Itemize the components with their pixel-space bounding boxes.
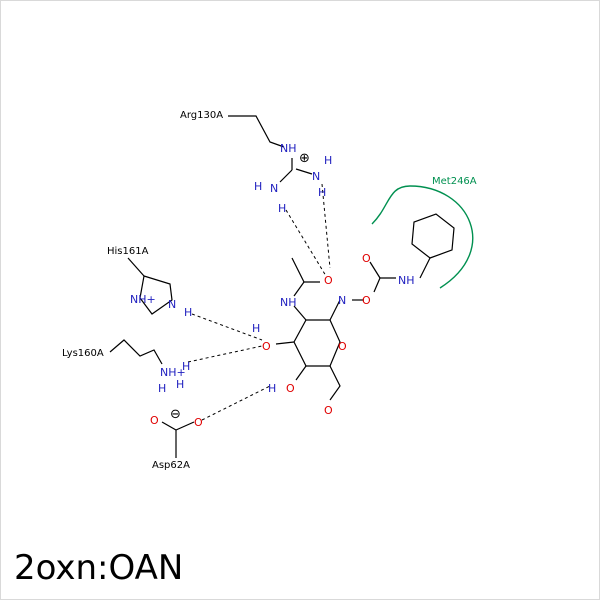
asp-charge-minus: ⊖ [170, 407, 181, 422]
lys-h-label-right: H [182, 360, 190, 373]
asp-o-label-left: O [150, 414, 159, 427]
residue-label-met: Met246A [432, 176, 477, 187]
carbamate-nh-label: NH [398, 274, 415, 287]
arg-charge-plus: ⊕ [299, 151, 310, 166]
acetyl-o-label: O [324, 274, 333, 287]
his-n-label: N [168, 298, 176, 311]
residue-label-arg: Arg130A [180, 110, 223, 121]
arg-n-label-right: N [312, 170, 320, 183]
carbamate-o-label: O [362, 252, 371, 265]
his-h-label: H [184, 306, 192, 319]
pdb-ligand-caption: 2oxn:OAN [14, 548, 184, 588]
lys-h-label-bottom-right: H [176, 378, 184, 391]
lys-h-label-bottom-left: H [158, 382, 166, 395]
his-nhplus-label: NH+ [130, 293, 156, 306]
oxime-n-label: N [338, 294, 346, 307]
asp-o-label-right: O [194, 416, 203, 429]
residue-label-lys: Lys160A [62, 348, 104, 359]
hydroxyl-o-label-2: O [286, 382, 295, 395]
residue-label-his: His161A [107, 246, 149, 257]
arg-h-label-bottom: H [278, 202, 286, 215]
lys-nhplus-label: NH+ [160, 366, 186, 379]
arg-n-label-left: N [270, 182, 278, 195]
hydroxyl-o-label-1: O [262, 340, 271, 353]
oxime-o-label: O [362, 294, 371, 307]
arg-h-label-right-bottom: H [318, 186, 326, 199]
ring-o-label: O [338, 340, 347, 353]
arg-h-label-right-top: H [324, 154, 332, 167]
amide-nh-label: NH [280, 296, 297, 309]
arg-h-label-left: H [254, 180, 262, 193]
hydroxyl-h-label-top: H [252, 322, 260, 335]
residue-label-asp: Asp62A [152, 460, 190, 471]
hydrophobic-contact-arc [371, 185, 474, 289]
aldehyde-o-label: O [324, 404, 333, 417]
hydroxyl-h-label-2: H [268, 382, 276, 395]
bonds [109, 115, 455, 458]
arg-nh-label: NH [280, 142, 297, 155]
hydrogen-bonds [187, 183, 331, 421]
